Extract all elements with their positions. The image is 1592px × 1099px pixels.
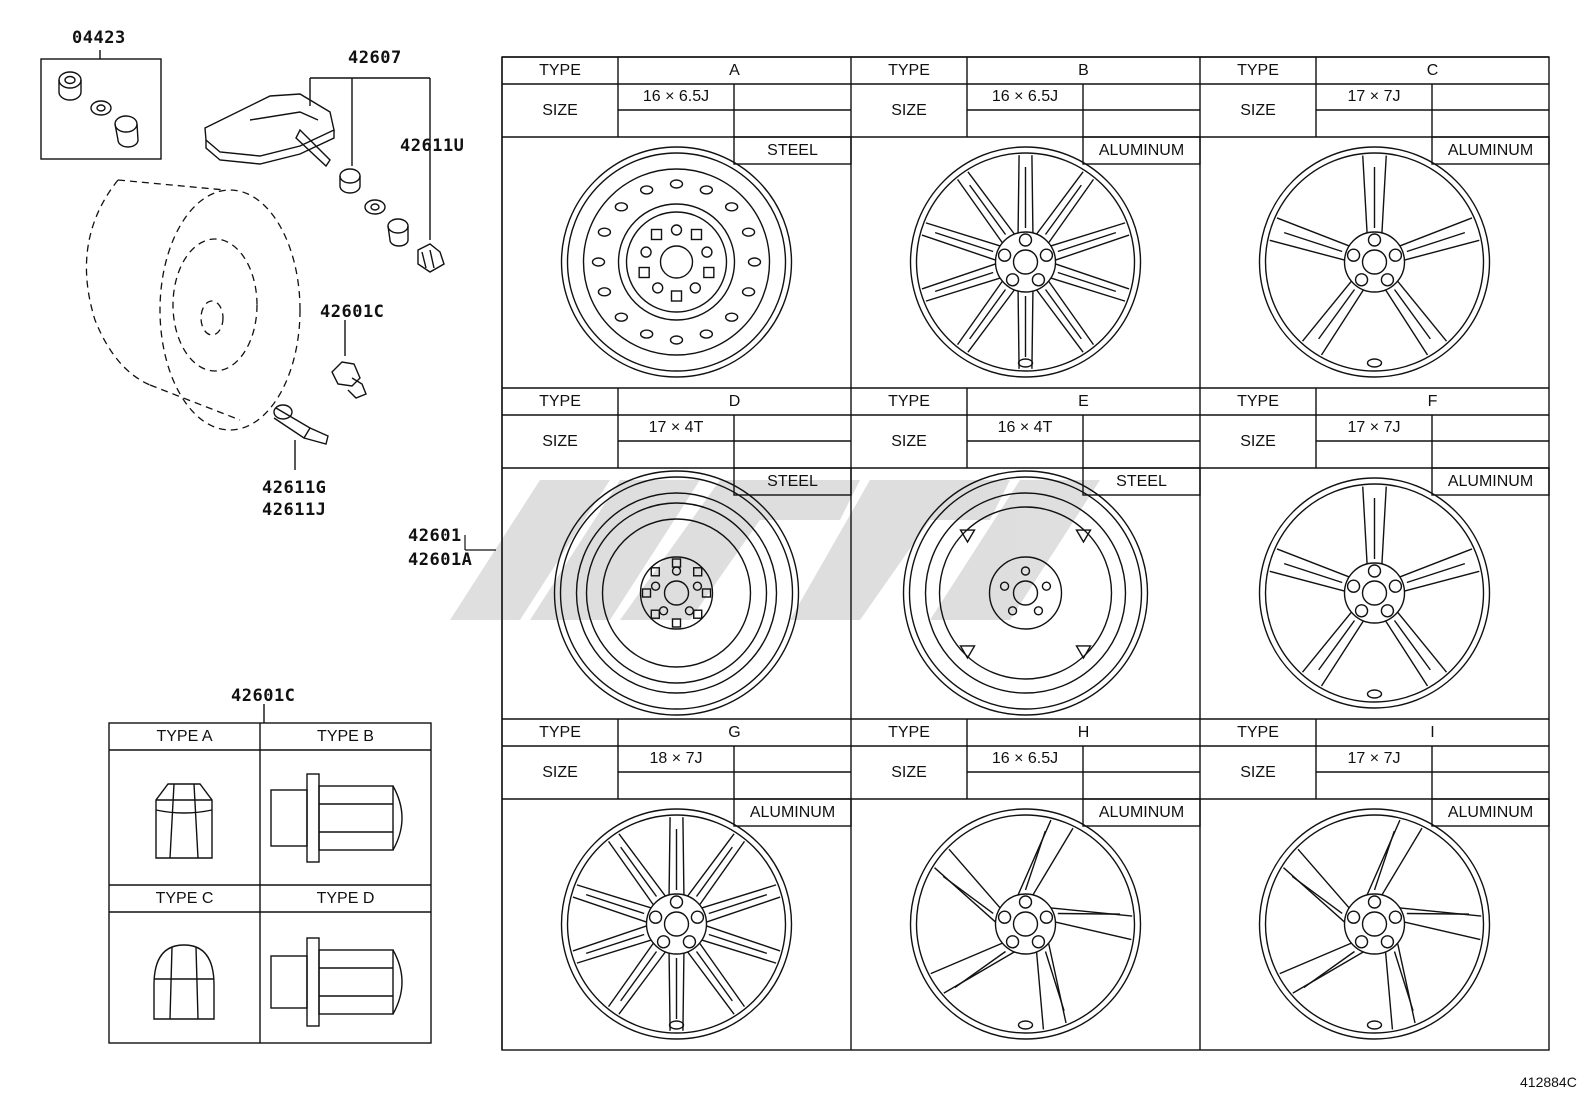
wheel-material: STEEL — [1116, 472, 1167, 490]
type-header-label: TYPE — [888, 392, 930, 410]
callout-42607: 42607 — [348, 48, 402, 68]
wheel-type-letter: H — [1077, 723, 1090, 741]
nut-type-b-label: TYPE B — [317, 727, 374, 745]
wheel-drawing-d — [553, 470, 800, 716]
size-header-label: SIZE — [1240, 101, 1276, 119]
wheel-drawing-e — [902, 470, 1149, 716]
nut-type-c-drawing — [153, 944, 215, 1020]
size-header-label: SIZE — [891, 432, 927, 450]
wheel-material: ALUMINUM — [1447, 472, 1534, 490]
wheel-size: 16 × 6.5J — [991, 750, 1059, 767]
type-header-label: TYPE — [539, 723, 581, 741]
type-header-label: TYPE — [539, 61, 581, 79]
wheel-material: STEEL — [767, 141, 818, 159]
wheel-type-letter: I — [1430, 723, 1435, 741]
valve-stem — [273, 404, 329, 470]
wheel-size: 17 × 7J — [1347, 88, 1401, 105]
nut-type-c-label: TYPE C — [155, 889, 214, 907]
size-header-label: SIZE — [542, 763, 578, 781]
wheel-drawing-h — [909, 808, 1142, 1040]
callout-42601: 42601 — [408, 526, 462, 546]
size-header-label: SIZE — [542, 432, 578, 450]
type-header-label: TYPE — [1237, 61, 1279, 79]
size-header-label: SIZE — [891, 101, 927, 119]
wheel-drawing-g — [560, 808, 793, 1040]
callout-42601A: 42601A — [408, 550, 473, 570]
wheel-size: 18 × 7J — [649, 750, 703, 767]
wheel-material: ALUMINUM — [1447, 141, 1534, 159]
callout-nut-table: 42601C — [231, 686, 296, 706]
lug-nut-small — [331, 320, 367, 399]
wheel-material: STEEL — [767, 472, 818, 490]
wheel-drawing-c — [1258, 146, 1491, 378]
size-header-label: SIZE — [891, 763, 927, 781]
size-header-label: SIZE — [1240, 432, 1276, 450]
wheel-size: 16 × 6.5J — [991, 88, 1059, 105]
wheel-material: ALUMINUM — [1098, 803, 1185, 821]
wheel-type-letter: B — [1078, 61, 1089, 79]
callout-42611U: 42611U — [400, 136, 465, 156]
nut-type-d-drawing — [270, 937, 403, 1027]
wheel-drawing-a — [560, 146, 793, 378]
tpms-sensor-42607 — [204, 77, 445, 273]
wheel-material: ALUMINUM — [1098, 141, 1185, 159]
wheel-material: ALUMINUM — [749, 803, 836, 821]
wheel-material: ALUMINUM — [1447, 803, 1534, 821]
wheel-grid — [501, 56, 1550, 1051]
size-header-label: SIZE — [542, 101, 578, 119]
nut-type-b-drawing — [270, 773, 403, 863]
wheel-type-letter: E — [1078, 392, 1089, 410]
wheel-drawing-b — [909, 146, 1142, 378]
wheel-size: 16 × 4T — [997, 419, 1053, 436]
wheel-size: 17 × 7J — [1347, 750, 1401, 767]
kit-04423-box — [40, 50, 162, 160]
nut-type-a-label: TYPE A — [156, 727, 213, 745]
wheel-drawing-f — [1258, 477, 1491, 709]
nut-type-a-drawing — [155, 783, 213, 859]
wheel-drawing-i — [1258, 808, 1491, 1040]
wheel-type-letter: F — [1427, 392, 1438, 410]
wheel-size: 17 × 7J — [1347, 419, 1401, 436]
wheel-type-letter: D — [728, 392, 741, 410]
wheel-size: 16 × 6.5J — [642, 88, 710, 105]
type-header-label: TYPE — [888, 61, 930, 79]
callout-42611G: 42611G — [262, 478, 327, 498]
diagram-code: 412884C — [1520, 1074, 1577, 1090]
nut-type-d-label: TYPE D — [316, 889, 375, 907]
callout-04423: 04423 — [72, 28, 126, 48]
watermark-logo — [450, 480, 1100, 620]
type-header-label: TYPE — [1237, 392, 1279, 410]
wheel-type-letter: C — [1426, 61, 1439, 79]
callout-42611J: 42611J — [262, 500, 327, 520]
wheel-size: 17 × 4T — [648, 419, 704, 436]
nut-table — [108, 704, 432, 1044]
type-header-label: TYPE — [1237, 723, 1279, 741]
tire-outline — [85, 179, 301, 431]
callout-42601C: 42601C — [320, 302, 385, 322]
wheel-type-letter: A — [729, 61, 740, 79]
size-header-label: SIZE — [1240, 763, 1276, 781]
type-header-label: TYPE — [888, 723, 930, 741]
wheel-type-letter: G — [728, 723, 741, 741]
type-header-label: TYPE — [539, 392, 581, 410]
